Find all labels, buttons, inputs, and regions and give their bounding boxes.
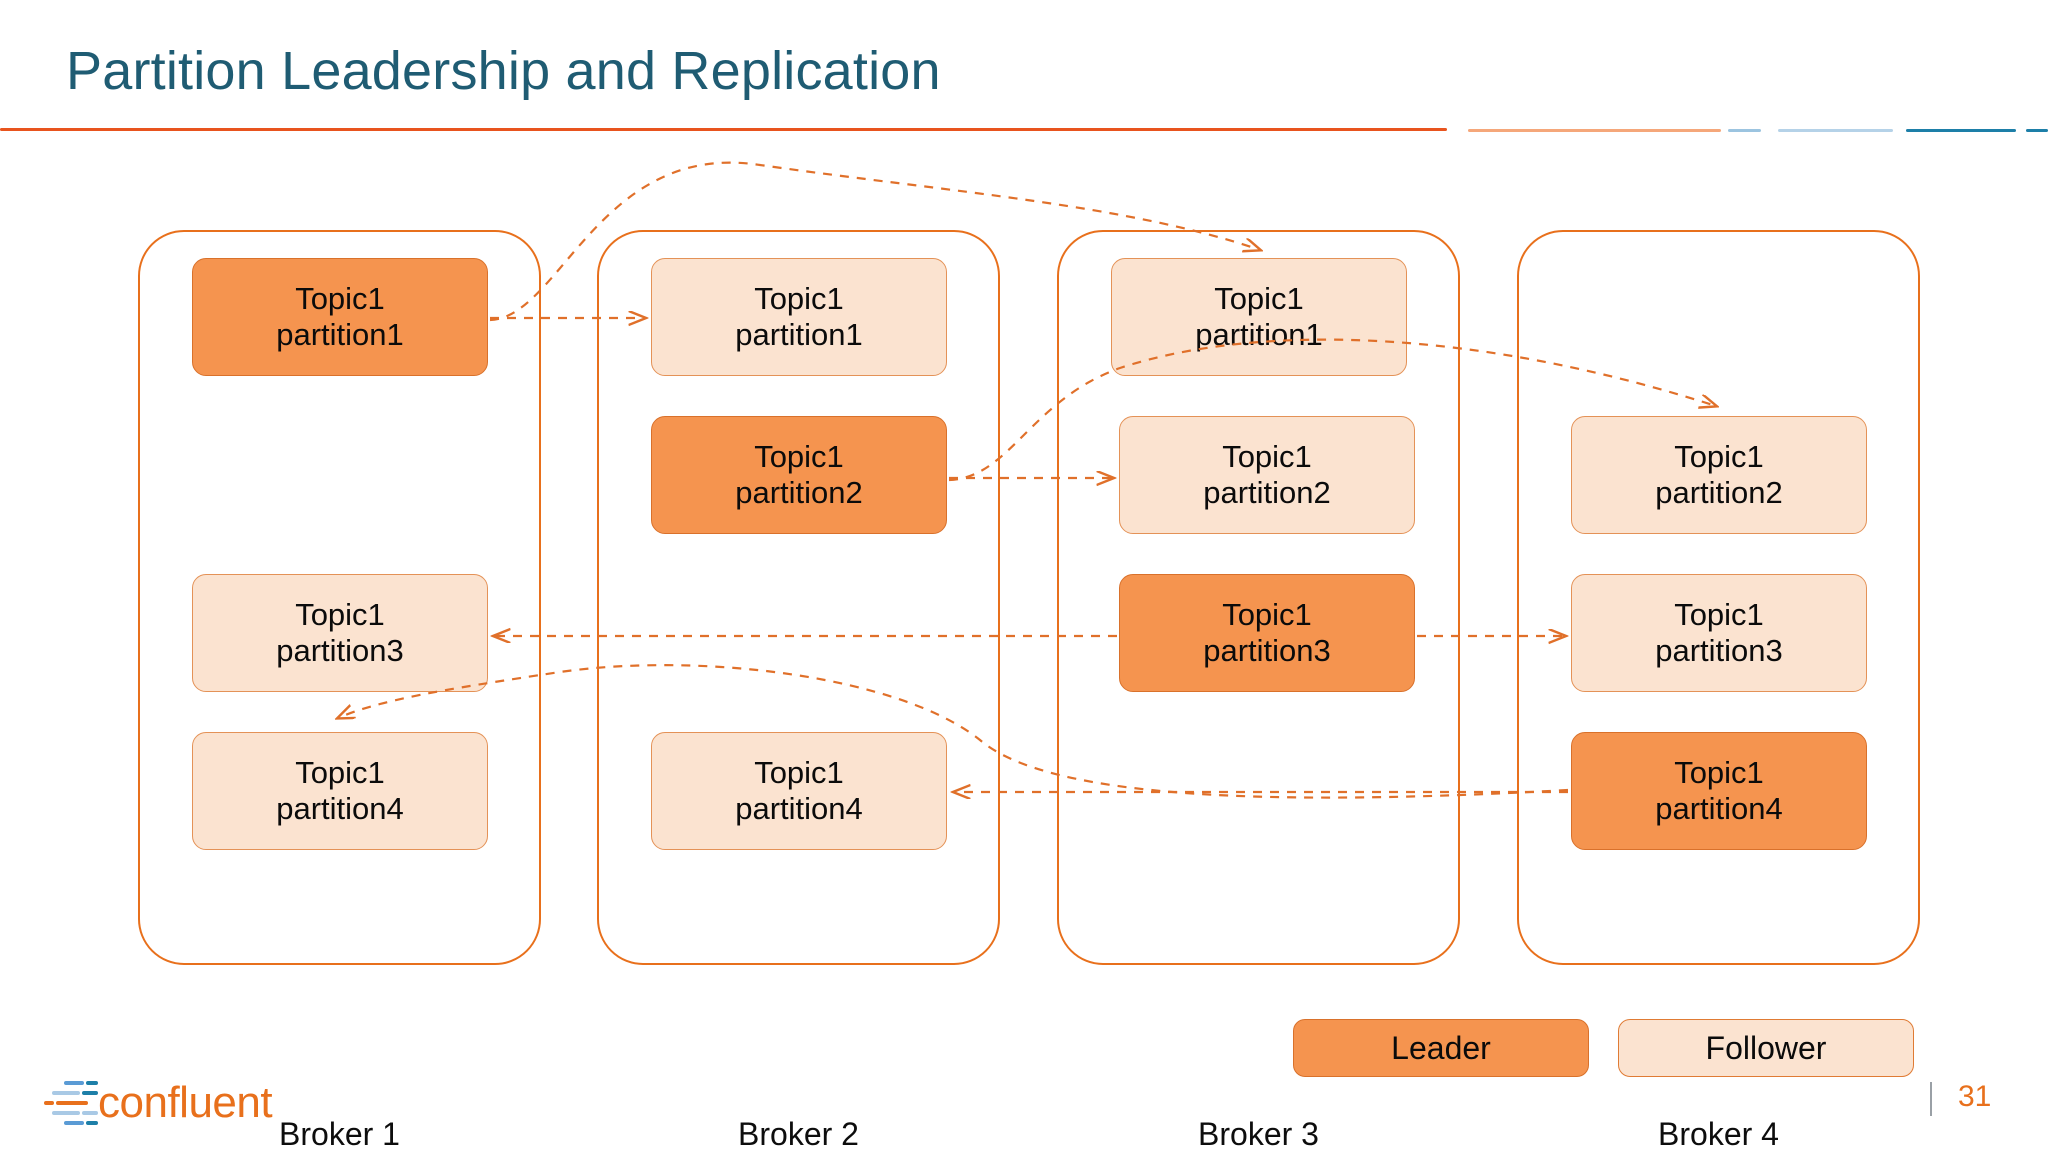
partition-box-b2-p4[interactable]: Topic1 partition4 [651, 732, 947, 850]
partition-box-b1-p1[interactable]: Topic1 partition1 [192, 258, 488, 376]
confluent-logo: confluent [38, 1076, 308, 1132]
page-number: 31 [1958, 1080, 1992, 1113]
partition-box-b3-p1[interactable]: Topic1 partition1 [1111, 258, 1407, 376]
partition-topic: Topic1 [754, 439, 844, 475]
header-rule-segment-6 [2026, 129, 2048, 132]
partition-topic: Topic1 [1674, 597, 1764, 633]
partition-name: partition2 [735, 475, 863, 510]
partition-topic: Topic1 [295, 755, 385, 791]
partition-box-b2-p2[interactable]: Topic1 partition2 [651, 416, 947, 534]
partition-topic: Topic1 [1674, 439, 1764, 475]
partition-topic: Topic1 [754, 755, 844, 791]
partition-topic: Topic1 [1222, 597, 1312, 633]
page-number-separator [1930, 1082, 1932, 1116]
header-rule-segment-5 [1906, 129, 2016, 132]
legend-leader-label: Leader [1391, 1029, 1491, 1066]
partition-box-b4-p2[interactable]: Topic1 partition2 [1571, 416, 1867, 534]
broker-label-4: Broker 4 [1658, 1116, 1779, 1152]
partition-box-b4-p4[interactable]: Topic1 partition4 [1571, 732, 1867, 850]
partition-topic: Topic1 [1214, 281, 1304, 317]
header-rule-segment-2 [1468, 129, 1721, 132]
partition-name: partition1 [1195, 317, 1323, 352]
partition-box-b3-p3[interactable]: Topic1 partition3 [1119, 574, 1415, 692]
partition-name: partition3 [1655, 633, 1783, 668]
partition-topic: Topic1 [1222, 439, 1312, 475]
partition-name: partition4 [735, 791, 863, 826]
legend-leader-chip[interactable]: Leader [1293, 1019, 1589, 1077]
partition-topic: Topic1 [295, 281, 385, 317]
partition-name: partition4 [1655, 791, 1783, 826]
legend-follower-label: Follower [1705, 1029, 1827, 1066]
partition-box-b1-p3[interactable]: Topic1 partition3 [192, 574, 488, 692]
header-rule-segment-4 [1778, 129, 1893, 132]
partition-box-b4-p3[interactable]: Topic1 partition3 [1571, 574, 1867, 692]
partition-name: partition1 [276, 317, 404, 352]
partition-topic: Topic1 [1674, 755, 1764, 791]
partition-topic: Topic1 [754, 281, 844, 317]
partition-name: partition3 [276, 633, 404, 668]
partition-box-b3-p2[interactable]: Topic1 partition2 [1119, 416, 1415, 534]
broker-label-3: Broker 3 [1198, 1116, 1319, 1152]
header-rule-segment-3 [1728, 129, 1761, 132]
partition-name: partition2 [1203, 475, 1331, 510]
partition-name: partition2 [1655, 475, 1783, 510]
partition-name: partition1 [735, 317, 863, 352]
svg-text:confluent: confluent [98, 1078, 272, 1127]
broker-label-1: Broker 1 [279, 1116, 400, 1152]
page-title: Partition Leadership and Replication [66, 41, 941, 101]
header-rule-primary [0, 128, 1447, 131]
partition-name: partition4 [276, 791, 404, 826]
partition-box-b1-p4[interactable]: Topic1 partition4 [192, 732, 488, 850]
broker-label-2: Broker 2 [738, 1116, 859, 1152]
partition-name: partition3 [1203, 633, 1331, 668]
partition-topic: Topic1 [295, 597, 385, 633]
partition-box-b2-p1[interactable]: Topic1 partition1 [651, 258, 947, 376]
legend-follower-chip[interactable]: Follower [1618, 1019, 1914, 1077]
